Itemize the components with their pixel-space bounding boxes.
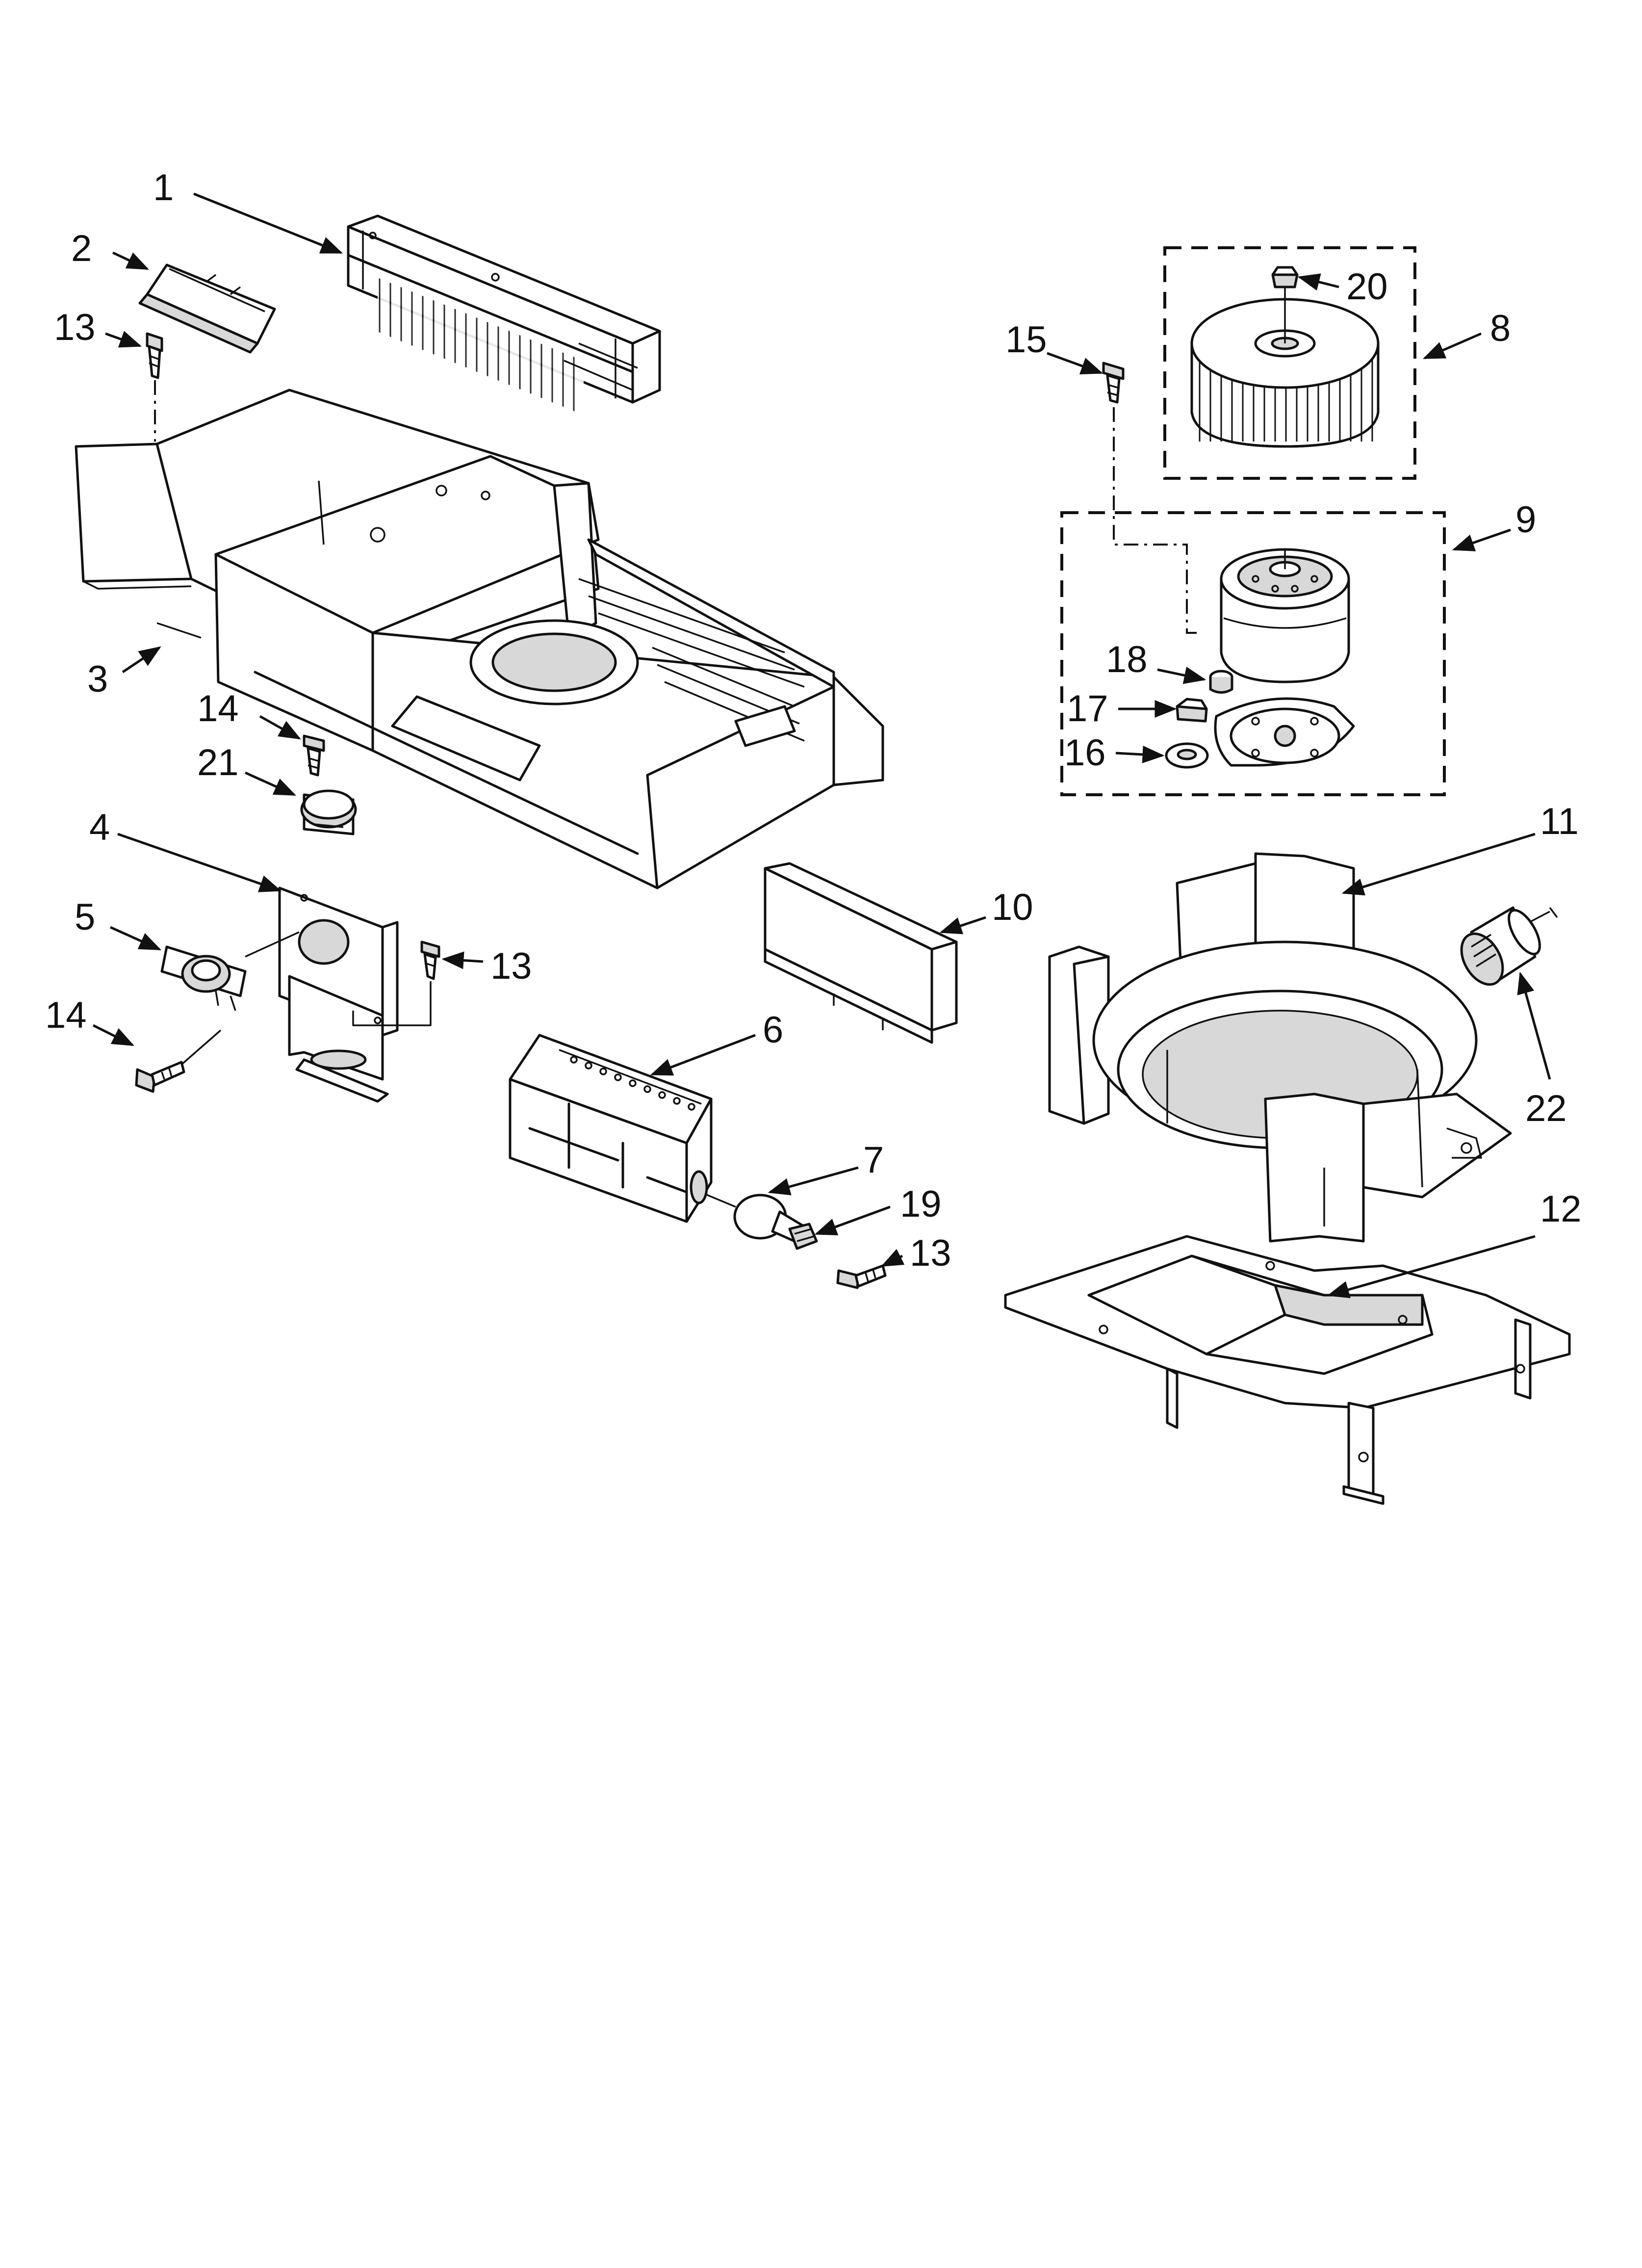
part-4-mounting-bracket: [278, 886, 399, 1103]
callout-14-upper: 14: [197, 688, 239, 730]
part-2-duct-cover: [138, 263, 276, 354]
part-9-motor-assembly: [1060, 511, 1446, 796]
callout-9: 9: [1515, 499, 1536, 541]
part-3-main-housing: [75, 389, 884, 889]
part-10-filter-screen: [764, 862, 958, 1044]
callout-6: 6: [763, 1009, 783, 1051]
part-17-nut: [1176, 698, 1208, 723]
callout-21: 21: [197, 742, 239, 783]
callout-17: 17: [1067, 688, 1108, 730]
callout-11: 11: [1540, 801, 1579, 842]
part-8-blower-wheel: [1163, 246, 1416, 480]
callout-4: 4: [89, 807, 110, 848]
callout-13-socket: 13: [910, 1232, 951, 1274]
callout-8: 8: [1490, 308, 1511, 349]
callout-19: 19: [900, 1183, 942, 1225]
screw-15: [1102, 362, 1197, 634]
callout-22: 22: [1525, 1088, 1567, 1129]
part-6-lamp-bracket: [509, 1034, 713, 1223]
callout-12: 12: [1540, 1188, 1582, 1230]
part-12-base-plate: [1004, 1235, 1571, 1505]
callout-labels: 1 2 13 3 14 21 4 5 13 14 6 7 19 13 10 20…: [45, 167, 1582, 1274]
callout-7: 7: [863, 1139, 884, 1181]
part-5-thermal-switch: [160, 931, 300, 1011]
callout-10: 10: [992, 886, 1033, 928]
callout-2: 2: [71, 228, 92, 269]
callout-14-lower: 14: [45, 994, 87, 1036]
callout-13-bracket: 13: [490, 945, 532, 987]
callout-20: 20: [1346, 266, 1388, 308]
callout-18: 18: [1106, 639, 1148, 680]
part-16-washer: [1165, 742, 1209, 769]
part-1-grille-box: [347, 214, 661, 415]
part-18-bushing: [1209, 670, 1233, 694]
leader-arrows: [92, 192, 1551, 1299]
part-21-thermal-fuse: [300, 789, 357, 835]
part-7-bulb: [706, 1194, 806, 1243]
callout-15: 15: [1005, 319, 1047, 361]
callout-5: 5: [75, 896, 95, 938]
callout-3: 3: [87, 658, 108, 700]
screw-13-socket: [836, 1264, 887, 1289]
part-19-socket-clip: [788, 1223, 818, 1250]
part-22-capacitor: [1460, 906, 1558, 986]
screw-13-bracket: [352, 940, 440, 1026]
callout-16: 16: [1064, 732, 1106, 774]
callout-1: 1: [153, 167, 174, 209]
screw-14-left-lower: [135, 1029, 222, 1093]
screw-14-left-upper: [303, 734, 325, 777]
part-11-blower-housing: [1048, 852, 1512, 1243]
part-20-nut: [1271, 266, 1299, 288]
screw-13-top-left: [146, 332, 163, 442]
callout-13-top-left: 13: [54, 307, 96, 348]
